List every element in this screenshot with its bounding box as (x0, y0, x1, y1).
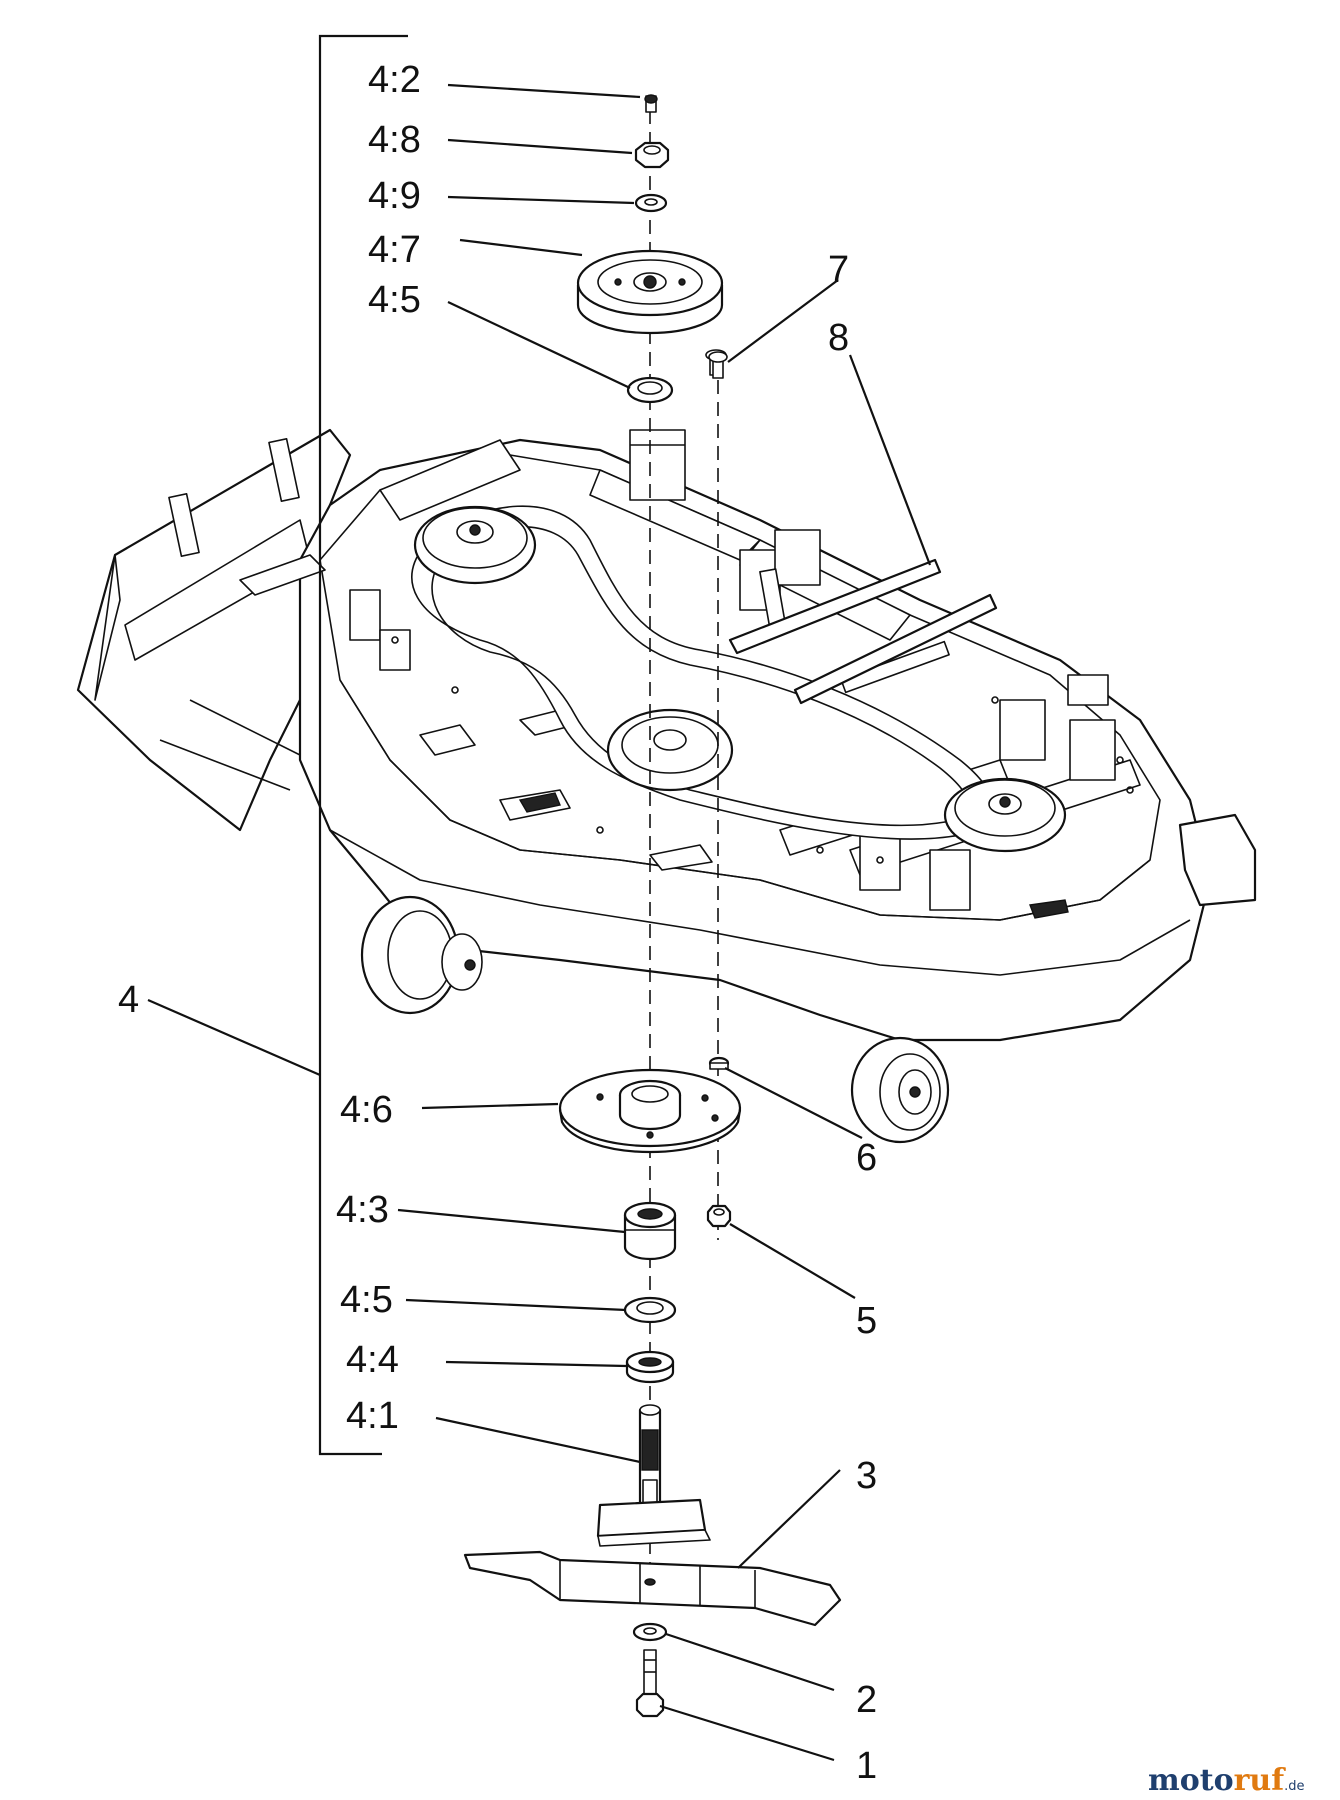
callout-4-4: 4:4 (346, 1339, 399, 1381)
right-deck-pulley (943, 777, 1067, 853)
part-4-5-bottom-spacer (623, 1296, 677, 1324)
part-2-washer (632, 1622, 668, 1642)
assembly-4-bracket (318, 34, 408, 1456)
part-4-1-spindle-shaft (638, 1404, 662, 1507)
part-4-9-washer (634, 193, 668, 213)
leader-lines (147, 83, 932, 1762)
callout-4: 4 (118, 979, 139, 1021)
part-7-bolt (708, 351, 728, 379)
part-4-7-pulley (576, 249, 724, 335)
callout-2: 2 (856, 1679, 877, 1721)
callout-4-9: 4:9 (368, 175, 421, 217)
part-1-blade-bolt (635, 1649, 665, 1718)
callout-4-8: 4:8 (368, 119, 421, 161)
part-5-nut (706, 1204, 732, 1228)
watermark-text: motoruf.de (1148, 1763, 1305, 1798)
callout-3: 3 (856, 1455, 877, 1497)
callout-4-5-bottom: 4:5 (340, 1279, 393, 1321)
part-4-8-nut (634, 141, 670, 169)
blade-adaptor (596, 1498, 711, 1547)
callout-4-6: 4:6 (340, 1089, 393, 1131)
strap-long (728, 558, 942, 655)
part-4-6-spindle-housing (558, 1068, 742, 1154)
part-6-nut (708, 1056, 730, 1070)
callout-4-3: 4:3 (336, 1189, 389, 1231)
callout-4-7: 4:7 (368, 229, 421, 271)
callout-8: 8 (828, 317, 849, 359)
watermark-logo: motoruf.de (1148, 1763, 1305, 1798)
callout-5: 5 (856, 1300, 877, 1342)
callout-4-1: 4:1 (346, 1395, 399, 1437)
spindle-stack (463, 94, 842, 1718)
callout-7: 7 (828, 249, 849, 291)
mower-deck-housing (76, 428, 1257, 1144)
left-deck-pulley (413, 505, 537, 585)
callout-4-2: 4:2 (368, 59, 421, 101)
part-4-3-bearing (623, 1201, 677, 1261)
bracket-line (318, 34, 408, 1456)
part-3-blade (463, 1550, 842, 1627)
callout-1: 1 (856, 1745, 877, 1787)
callout-6: 6 (856, 1137, 877, 1179)
part-4-2-screw (644, 94, 658, 113)
callout-labels: 4:2 4:8 4:9 4:7 4:5 7 8 4 4:6 6 4:3 5 4:… (118, 59, 877, 1787)
strap-upper (793, 593, 998, 705)
callout-4-5-top: 4:5 (368, 279, 421, 321)
part-4-4-bearing (625, 1350, 675, 1384)
part-4-5-top-spacer (626, 376, 674, 404)
